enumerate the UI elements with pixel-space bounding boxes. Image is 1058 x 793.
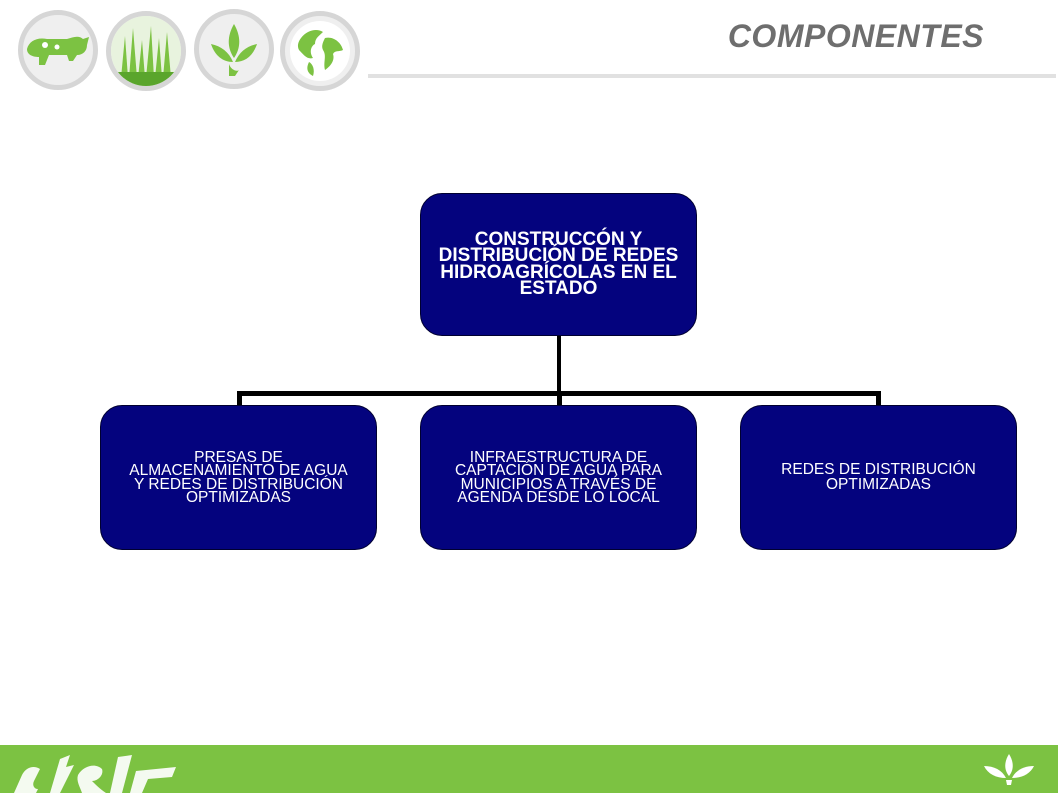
- diagram-root-node: CONSTRUCCÓN Y DISTRIBUCIÓN DE REDES HIDR…: [420, 193, 697, 336]
- diagram-child-label-1: PRESAS DE ALMACENAMIENTO DE AGUA Y REDES…: [129, 448, 348, 506]
- connector-child-1: [237, 391, 242, 406]
- diagram-child-label-2: INFRAESTRUCTURA DE CAPTACIÓN DE AGUA PAR…: [454, 448, 662, 506]
- header-divider: [368, 74, 1056, 78]
- connector-root-down: [557, 336, 561, 394]
- connector-child-3: [876, 391, 881, 406]
- diagram-root-label: CONSTRUCCÓN Y DISTRIBUCIÓN DE REDES HIDR…: [438, 228, 679, 299]
- diagram-child-node-1: PRESAS DE ALMACENAMIENTO DE AGUA Y REDES…: [100, 405, 377, 550]
- connector-child-2: [557, 391, 562, 406]
- diagram-child-node-2: INFRAESTRUCTURA DE CAPTACIÓN DE AGUA PAR…: [420, 405, 697, 550]
- globe-icon: [280, 11, 360, 91]
- grass-icon: [106, 11, 186, 91]
- page-title: COMPONENTES: [727, 18, 984, 54]
- diagram-child-node-3: REDES DE DISTRIBUCIÓN OPTIMIZADAS: [740, 405, 1017, 550]
- footer-bar: [0, 745, 1058, 793]
- leaves-icon: [984, 754, 1034, 785]
- cow-icon: [18, 10, 98, 90]
- brand-logo-icon: [14, 755, 176, 793]
- diagram-child-label-3: REDES DE DISTRIBUCIÓN OPTIMIZADAS: [781, 460, 976, 493]
- leaves-icon: [194, 9, 274, 89]
